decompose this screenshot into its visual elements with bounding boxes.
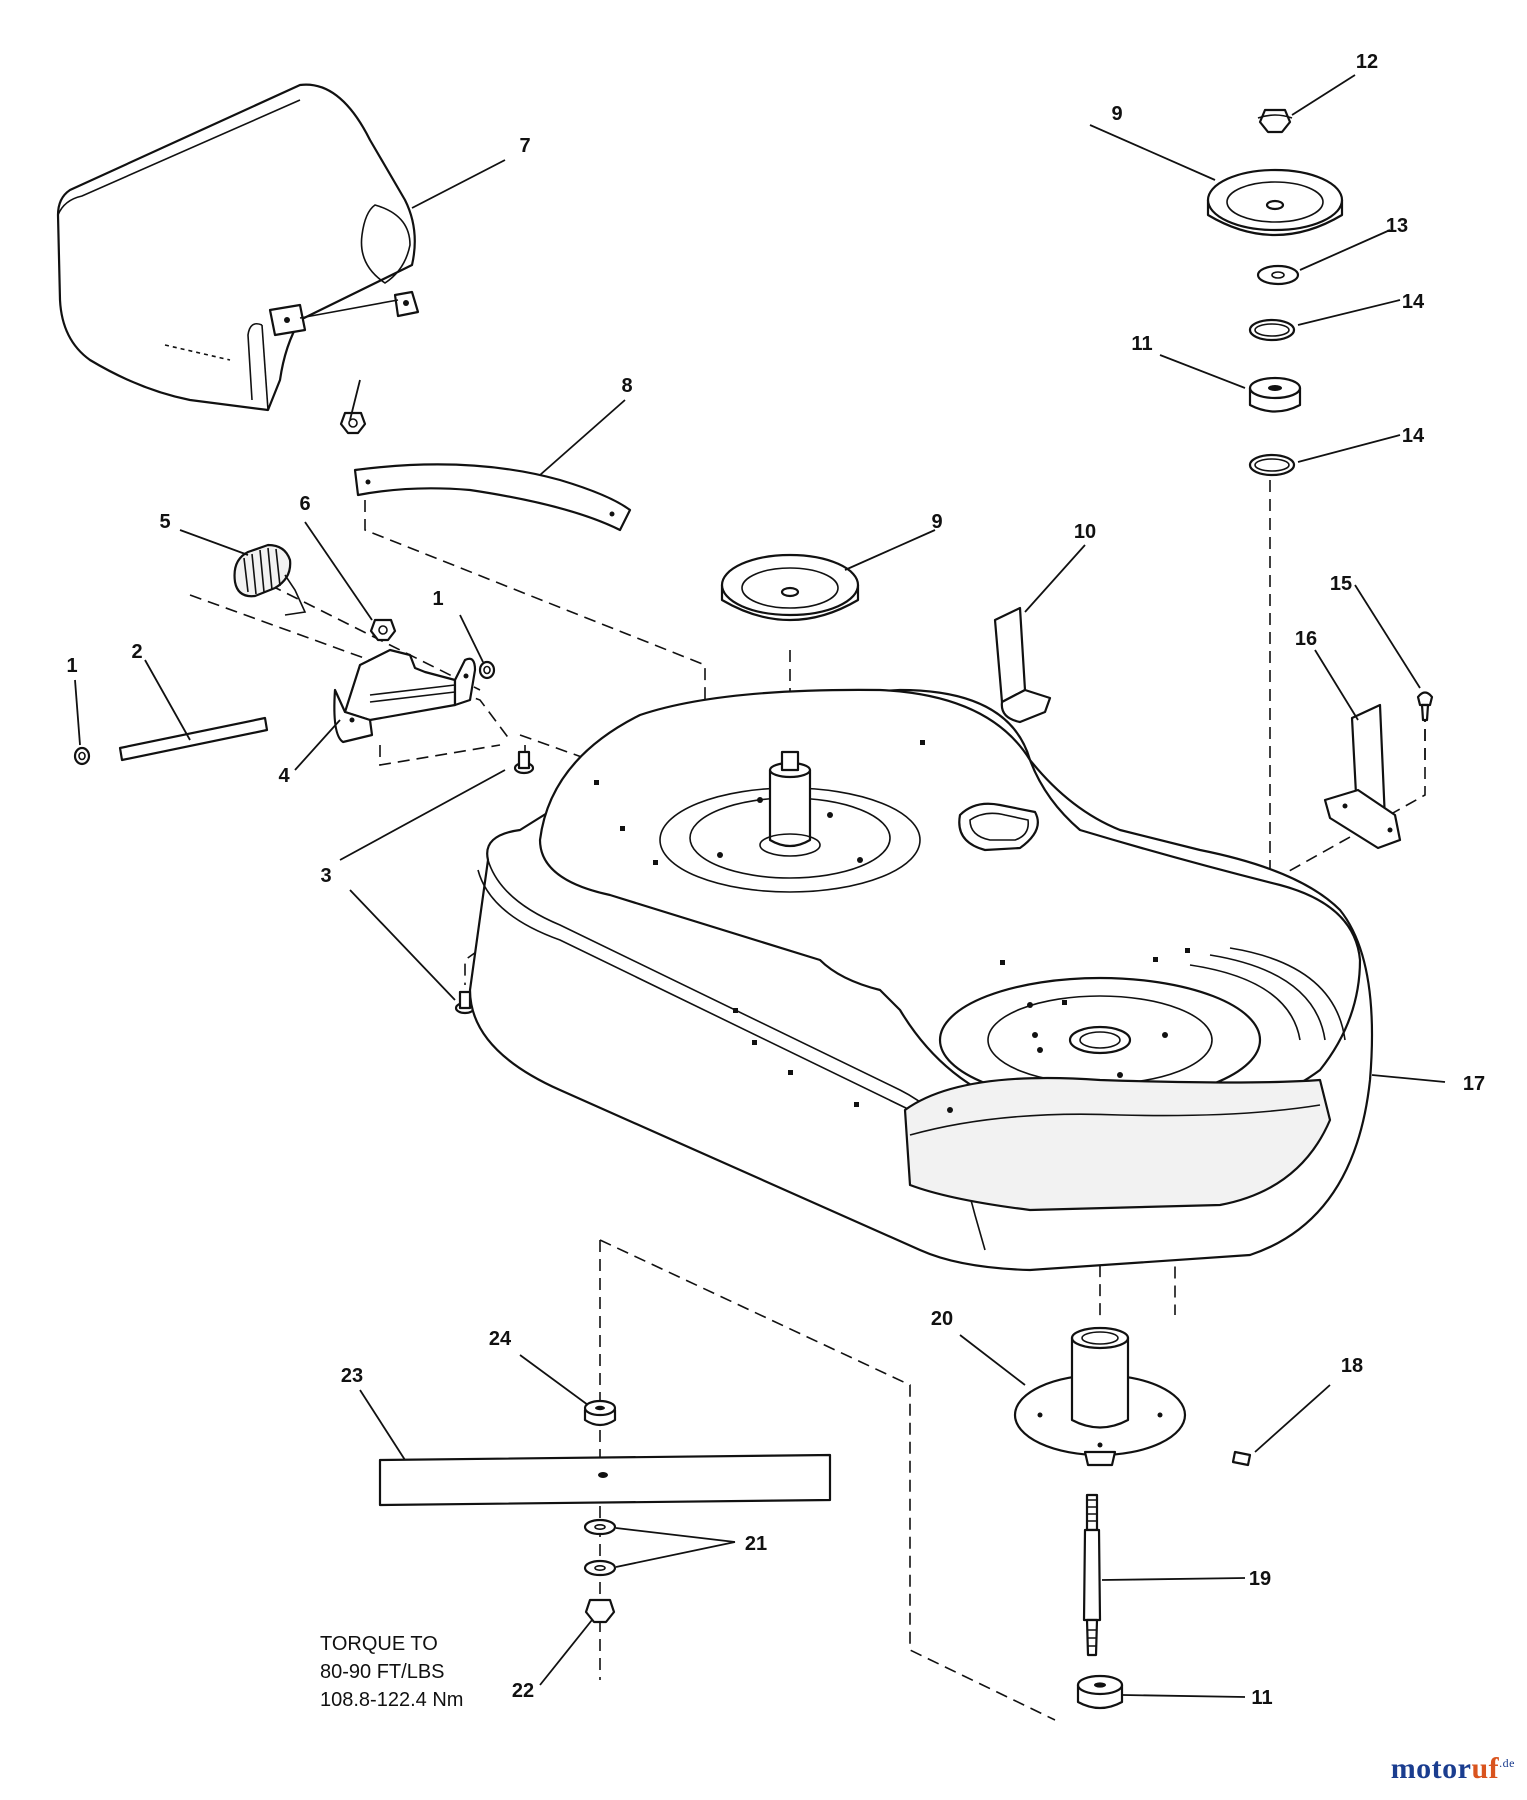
carriage-bolt-lower (454, 990, 476, 1015)
callout-5: 5 (159, 511, 170, 533)
callout-4: 4 (278, 765, 290, 787)
mower-deck (468, 688, 1374, 1272)
washer-top (1256, 264, 1300, 286)
callout-24: 24 (489, 1328, 512, 1350)
watermark-main: motor (1390, 1752, 1472, 1785)
callout-9-lower: 9 (931, 511, 942, 533)
callout-6-lower: 6 (299, 493, 310, 515)
callout-17: 17 (1463, 1073, 1485, 1095)
callout-22: 22 (512, 1680, 534, 1702)
bearing-upper (1248, 376, 1302, 413)
pivot-pin (118, 716, 269, 762)
callout-19: 19 (1249, 1568, 1271, 1590)
callout-16: 16 (1295, 628, 1317, 650)
torque-note: TORQUE TO 80-90 FT/LBS 108.8-122.4 Nm (320, 1633, 463, 1711)
callout-18: 18 (1341, 1355, 1363, 1377)
spindle-housing (1013, 1326, 1187, 1467)
pulley-upper (1206, 168, 1344, 236)
callout-14-upper: 14 (1402, 291, 1425, 313)
torsion-spring (233, 543, 307, 616)
clip-right (478, 660, 496, 680)
blade-adapter (583, 1399, 617, 1427)
callout-15: 15 (1330, 573, 1352, 595)
torque-note-line-2: 80-90 FT/LBS (320, 1661, 445, 1683)
callout-14-lower: 14 (1402, 425, 1425, 447)
callout-23: 23 (341, 1365, 363, 1387)
flange-nut-top (1257, 108, 1293, 134)
watermark-tld: .de (1499, 1756, 1515, 1770)
blade-washer-upper (583, 1518, 617, 1536)
push-pin (1416, 691, 1434, 722)
callout-21: 21 (745, 1533, 767, 1555)
clip-left (73, 746, 91, 766)
callout-1-left: 1 (66, 655, 77, 677)
leader-lines (74, 74, 1446, 1698)
watermark-accent: uf (1471, 1752, 1500, 1785)
set-screw (1231, 1450, 1252, 1467)
locknut-upper (339, 411, 367, 435)
callout-1-right: 1 (432, 588, 443, 610)
retaining-ring-upper (1248, 318, 1296, 342)
chute-rod (353, 463, 632, 532)
blade-washer-lower (583, 1559, 617, 1577)
callout-20: 20 (931, 1308, 953, 1330)
callout-10: 10 (1074, 521, 1096, 543)
retaining-ring-lower (1248, 453, 1296, 477)
bearing-lower (1076, 1674, 1124, 1710)
callout-11-upper: 11 (1131, 333, 1152, 355)
mower-blade (378, 1453, 832, 1507)
baffle-left (993, 606, 1052, 724)
discharge-chute (56, 83, 420, 412)
spindle-shaft (1082, 1493, 1102, 1657)
callout-2: 2 (131, 641, 142, 663)
callout-12: 12 (1356, 51, 1378, 73)
locknut-lower (369, 618, 397, 642)
callout-7: 7 (519, 135, 530, 157)
chute-bracket (333, 648, 477, 744)
callout-11-lower: 11 (1251, 1687, 1272, 1709)
callout-13: 13 (1386, 215, 1408, 237)
watermark-logo: motoruf.de (1391, 1752, 1515, 1786)
baffle-right (1323, 703, 1402, 850)
torque-note-line-1: TORQUE TO (320, 1633, 438, 1655)
torque-note-line-3: 108.8-122.4 Nm (320, 1689, 463, 1711)
callout-8: 8 (621, 375, 632, 397)
callout-numbers: 7 8 9 12 13 14 11 14 9 10 15 16 17 6 5 1… (66, 51, 1485, 1709)
pulley-lower (720, 553, 860, 621)
carriage-bolt-upper (513, 750, 535, 775)
callout-9-upper: 9 (1111, 103, 1122, 125)
blade-nut (584, 1598, 616, 1624)
callout-3: 3 (320, 865, 331, 887)
